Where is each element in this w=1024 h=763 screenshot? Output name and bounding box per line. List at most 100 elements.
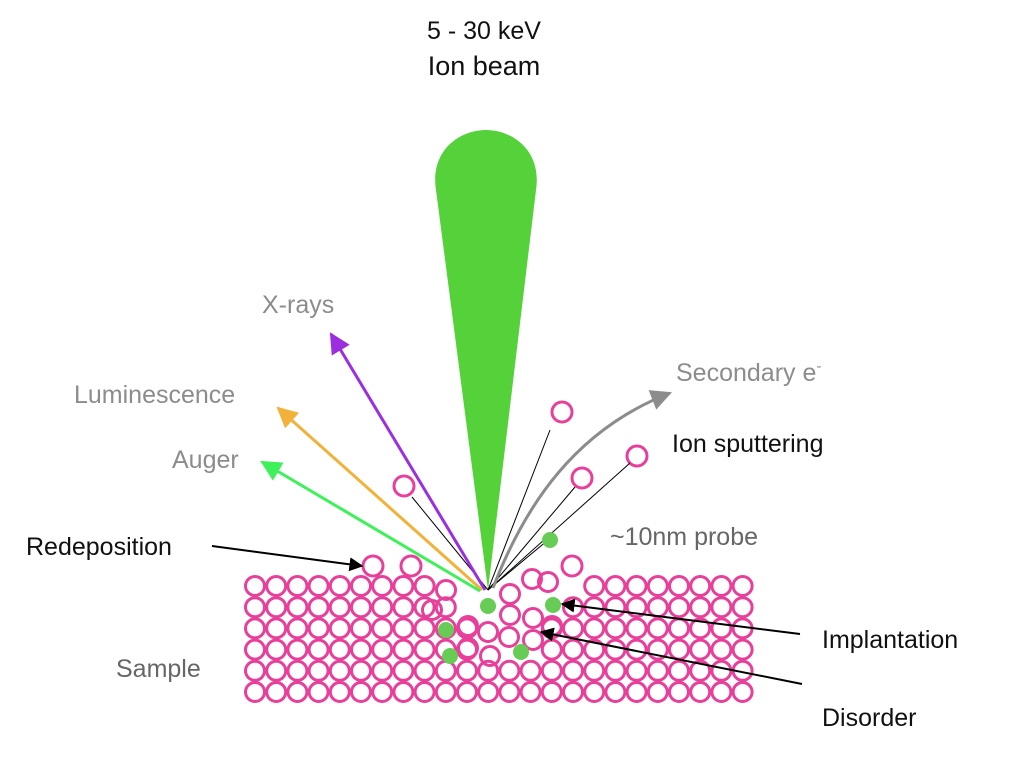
sample-atom [392, 638, 415, 661]
sample-atom [604, 596, 627, 619]
sample-atom [625, 575, 648, 597]
disorder-label: Disorder [822, 704, 916, 732]
sample-atom [477, 659, 500, 682]
ion-sputtering-label: Ion sputtering [672, 430, 824, 458]
probe-size-label: ~10nm probe [610, 523, 758, 551]
sample-atom [286, 575, 309, 597]
sample-atom [604, 617, 627, 640]
sample-atom [328, 596, 351, 619]
sample-atom [413, 659, 436, 682]
implanted-ion [442, 648, 458, 664]
sample-atom [583, 681, 606, 703]
sample-atom [371, 638, 394, 661]
sample-atom [392, 659, 415, 682]
sample-atom [731, 596, 754, 619]
sample-atom [307, 596, 330, 619]
sputtered-atom [392, 474, 416, 498]
sample-atom [604, 681, 627, 703]
sample-atom [371, 575, 394, 597]
secondary-electron-text: Secondary e [676, 359, 816, 387]
sample-atom [307, 575, 330, 597]
sample-atom [307, 659, 330, 682]
disorder-arrow [539, 627, 803, 685]
sample-atom [244, 659, 266, 682]
sample-atom [625, 659, 648, 682]
sample-atom [244, 596, 266, 619]
sample-atom [371, 596, 394, 619]
sample-atom [392, 681, 415, 703]
sample-atom [413, 575, 436, 597]
redeposition-arrow [211, 545, 364, 572]
sample-atom [519, 681, 542, 703]
sample-atom [646, 617, 669, 640]
sample-atom [689, 659, 712, 682]
sample-atom [477, 621, 499, 643]
implanted-ion [545, 597, 561, 613]
sample-atom [350, 659, 372, 682]
secondary-electron-arrow [491, 390, 672, 589]
sample-atom [710, 659, 733, 682]
sample-atom [604, 575, 627, 597]
sample-atom [689, 638, 712, 661]
sample-atom [265, 681, 288, 703]
sample-atom [265, 659, 288, 682]
sputtered-atoms [361, 400, 649, 578]
redeposition-label: Redeposition [26, 533, 172, 561]
beam-energy-label: 5 - 30 keV [427, 17, 541, 45]
auger-label: Auger [172, 446, 239, 474]
sample-atom [457, 615, 479, 637]
sample-atom [583, 638, 606, 661]
sample-atom [521, 568, 543, 590]
sample-label: Sample [116, 655, 201, 683]
implanted-ions [438, 532, 561, 664]
sample-atom [710, 575, 733, 597]
sample-atom [286, 681, 309, 703]
sample-atom [710, 638, 733, 661]
sample-atom [604, 638, 627, 661]
sample-atom [498, 681, 521, 703]
sample-atom [265, 596, 288, 619]
sample-atom [583, 617, 606, 640]
sample-atom [731, 681, 754, 703]
sample-atom [646, 596, 669, 619]
sample-atom [413, 617, 436, 640]
sample-atom [689, 681, 712, 703]
sample-atom [668, 638, 690, 661]
sample-atom [689, 617, 712, 640]
sample-atom [307, 638, 330, 661]
sample-atom [668, 659, 690, 682]
sample-atom [434, 596, 457, 619]
sample-atom [498, 659, 521, 682]
sample-atom [244, 575, 266, 597]
sample-atom [562, 617, 584, 640]
sample-atom [731, 638, 754, 661]
luminescence-arrow [276, 406, 483, 592]
sample-atom [625, 681, 648, 703]
sample-atom-lattice [244, 568, 754, 703]
implanted-ion [480, 598, 496, 614]
sample-atom [244, 617, 266, 640]
sample-atom [371, 659, 394, 682]
sample-atom [265, 617, 288, 640]
sputtered-atom [560, 554, 584, 578]
sample-atom [307, 681, 330, 703]
sample-atom [371, 681, 394, 703]
sample-atom [583, 575, 606, 597]
sample-atom [307, 617, 330, 640]
x-rays-label: X-rays [262, 291, 334, 319]
sample-atom [625, 617, 648, 640]
sample-atom [413, 681, 436, 703]
sample-atom [350, 596, 372, 619]
sample-atom [392, 596, 415, 619]
sample-atom [540, 659, 563, 682]
sample-atom [537, 571, 559, 593]
sample-atom [371, 617, 394, 640]
redeposited-atom [399, 554, 423, 578]
sample-atom [522, 607, 544, 629]
redeposited-atom [361, 554, 385, 578]
sample-atom [646, 659, 669, 682]
sample-atom [434, 659, 457, 682]
sample-atom [668, 575, 690, 597]
sputtered-atom [570, 466, 594, 490]
